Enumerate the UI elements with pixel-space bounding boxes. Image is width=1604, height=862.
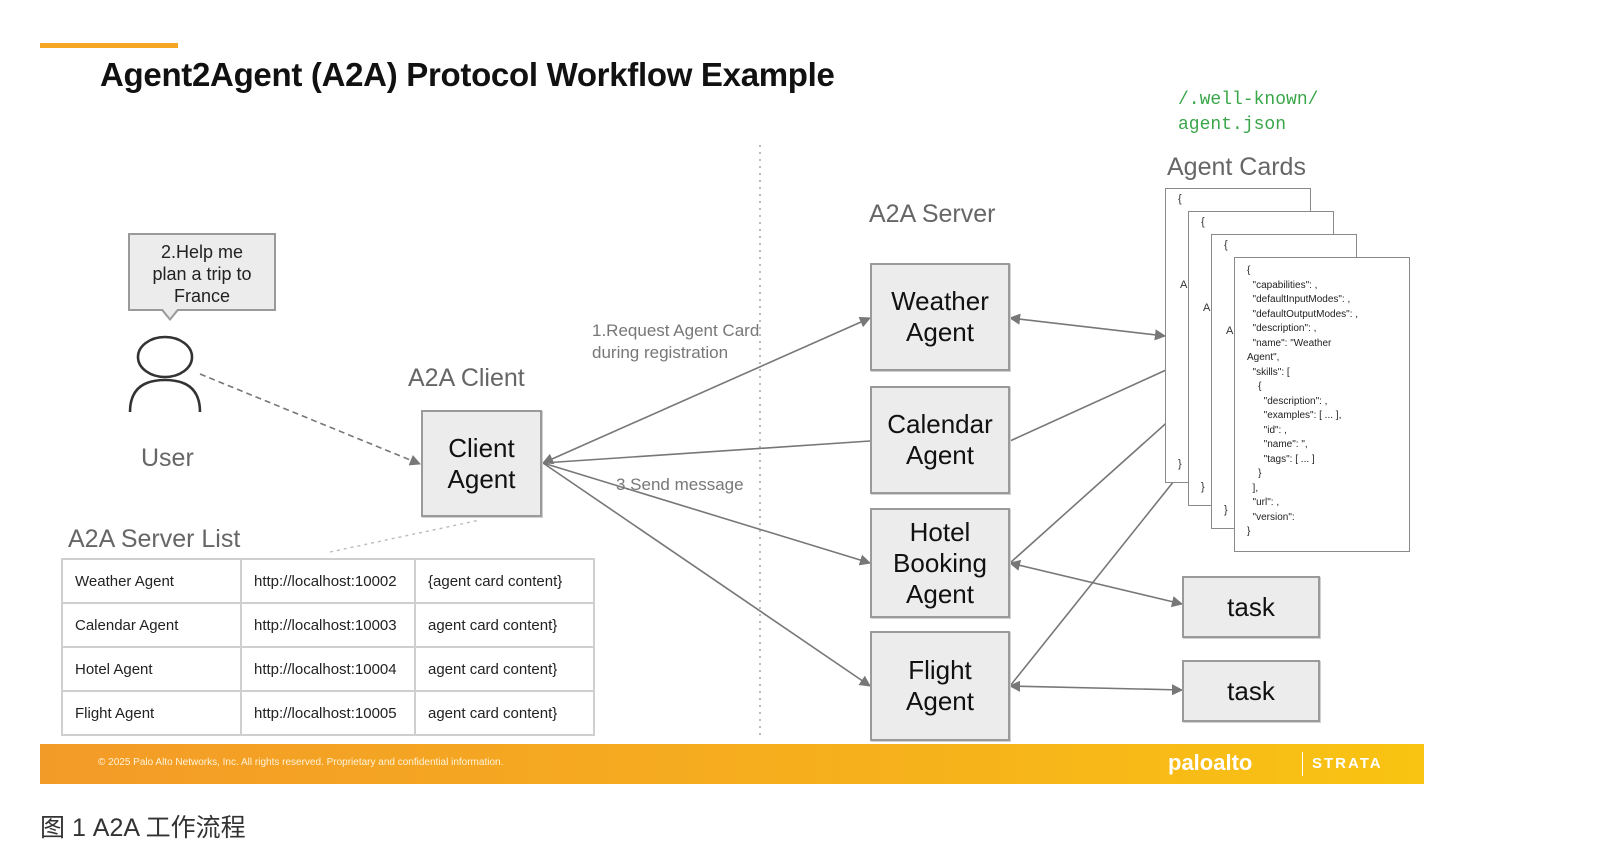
client-to-weather-line [541, 316, 872, 465]
server-list-link-line [329, 519, 481, 553]
card-brace-open: { [1224, 239, 1228, 251]
card-stub-text: A [1180, 279, 1188, 291]
table-row[interactable]: Flight Agent http://localhost:10005 agen… [61, 690, 595, 736]
server-url-cell: http://localhost:10002 [240, 558, 416, 604]
footer-separator [1302, 752, 1303, 776]
calendar-to-card-line [1009, 359, 1190, 442]
send-message-note: 3.Send message [616, 475, 744, 494]
card-brace-close: } [1201, 481, 1205, 493]
table-row[interactable]: Calendar Agent http://localhost:10003 ag… [61, 602, 595, 648]
footer-product: STRATA [1312, 755, 1383, 772]
table-row[interactable]: Weather Agent http://localhost:10002 {ag… [61, 558, 595, 604]
calendar-agent-label: Calendar Agent [887, 409, 993, 470]
card-brace-open: { [1178, 193, 1182, 205]
server-card-cell: agent card content} [414, 690, 595, 736]
calendar-agent-box[interactable]: Calendar Agent [870, 386, 1010, 494]
page-title: Agent2Agent (A2A) Protocol Workflow Exam… [100, 56, 835, 93]
agent-card-weather[interactable]: { "capabilities": , "defaultInputModes":… [1234, 257, 1410, 552]
client-agent-box[interactable]: Client Agent [421, 410, 542, 517]
server-name-cell: Weather Agent [61, 558, 242, 604]
card-brace-close: } [1224, 504, 1228, 516]
accent-bar [40, 43, 178, 48]
task-label-1: task [1227, 591, 1275, 622]
figure-caption: 图 1 A2A 工作流程 [40, 814, 246, 842]
user-speech-bubble: 2.Help me plan a trip to France [128, 233, 276, 311]
client-to-flight-line [542, 462, 871, 687]
client-to-hotel-line [542, 462, 872, 566]
footer-bar: © 2025 Palo Alto Networks, Inc. All righ… [40, 744, 1424, 784]
flight-agent-label: Flight Agent [906, 655, 974, 716]
server-card-cell: {agent card content} [414, 558, 595, 604]
footer-brand: paloalto [1168, 750, 1253, 775]
agent-card-json: { "capabilities": , "defaultInputModes":… [1247, 265, 1359, 537]
user-to-client-line [199, 373, 422, 466]
a2a-client-label: A2A Client [408, 364, 525, 392]
user-label: User [141, 444, 194, 472]
weather-to-card-line [1008, 313, 1167, 341]
bubble-tail-fill [162, 308, 178, 318]
card-brace-close: } [1178, 458, 1182, 470]
well-known-path: /.well-known/ agent.json [1178, 90, 1319, 135]
client-to-calendar-line [542, 440, 871, 464]
weather-agent-box[interactable]: Weather Agent [870, 263, 1010, 371]
server-list-label: A2A Server List [68, 525, 241, 553]
server-name-cell: Flight Agent [61, 690, 242, 736]
server-name-cell: Hotel Agent [61, 646, 242, 692]
user-icon [128, 335, 202, 413]
card-stub-text: A [1203, 302, 1211, 314]
server-url-cell: http://localhost:10004 [240, 646, 416, 692]
weather-agent-label: Weather Agent [891, 286, 989, 347]
request-card-note: 1.Request Agent Card during registration [592, 321, 760, 362]
flight-to-task-line [1008, 680, 1184, 696]
task-label-2: task [1227, 675, 1275, 706]
server-card-cell: agent card content} [414, 646, 595, 692]
server-name-cell: Calendar Agent [61, 602, 242, 648]
task-box-1[interactable]: task [1182, 576, 1320, 638]
card-brace-open: { [1201, 216, 1205, 228]
agent-cards-label: Agent Cards [1167, 153, 1306, 181]
task-box-2[interactable]: task [1182, 660, 1320, 722]
flight-agent-box[interactable]: Flight Agent [870, 631, 1010, 741]
server-url-cell: http://localhost:10003 [240, 602, 416, 648]
footer-copyright: © 2025 Palo Alto Networks, Inc. All righ… [98, 757, 504, 768]
card-stub-text: A [1226, 325, 1234, 337]
hotel-booking-agent-box[interactable]: Hotel Booking Agent [870, 508, 1010, 618]
client-agent-label: Client Agent [447, 432, 516, 494]
hotel-to-task-line [1008, 559, 1184, 608]
server-url-cell: http://localhost:10005 [240, 690, 416, 736]
a2a-server-label: A2A Server [869, 200, 996, 228]
hotel-booking-agent-label: Hotel Booking Agent [893, 516, 987, 609]
server-list-table: Weather Agent http://localhost:10002 {ag… [61, 558, 595, 736]
table-row[interactable]: Hotel Agent http://localhost:10004 agent… [61, 646, 595, 692]
server-card-cell: agent card content} [414, 602, 595, 648]
